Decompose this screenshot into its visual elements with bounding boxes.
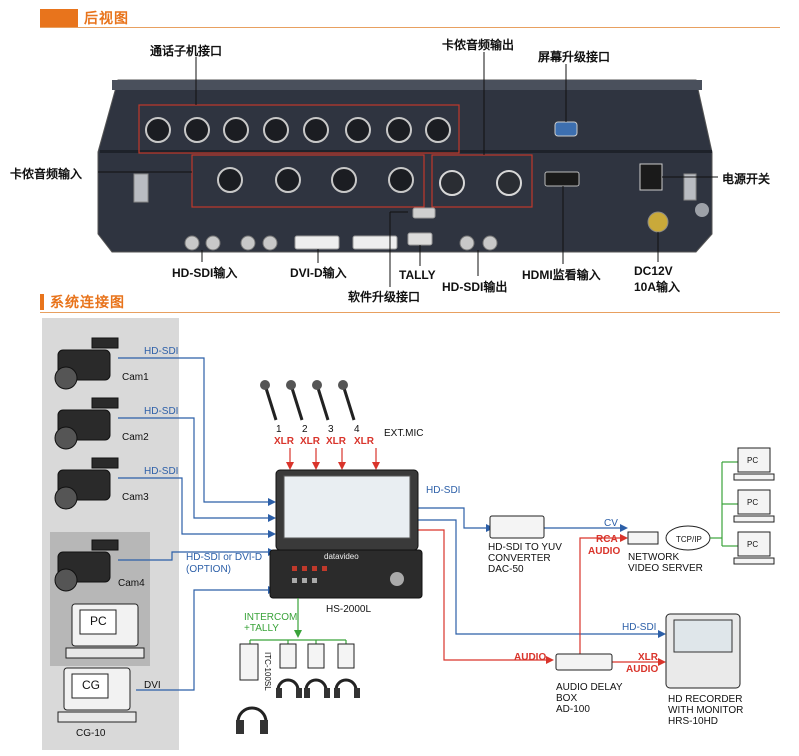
hdsdi-out-label: HD-SDI (426, 485, 461, 496)
rca-label: RCA (596, 534, 618, 545)
xlr-3-label: XLR (326, 436, 346, 447)
audio-delay-line3: AD-100 (556, 704, 590, 715)
system-header: 系统连接图 (40, 292, 125, 312)
tally-label: +TALLY (244, 623, 279, 634)
network-line1: NETWORK (628, 552, 680, 563)
section-divider (40, 312, 780, 313)
cam2-link-label: HD-SDI (144, 406, 179, 417)
audio-delay-line2: BOX (556, 693, 578, 704)
cam4-link-option: (OPTION) (186, 564, 231, 575)
cg-label: CG (82, 678, 100, 692)
xlr-input-row (217, 167, 414, 193)
xlr-2-label: XLR (300, 436, 320, 447)
net-pc2-label: PC (747, 498, 759, 507)
cam1-link-label: HD-SDI (144, 346, 179, 357)
switcher-name: HS-2000L (326, 604, 372, 615)
audio-delay-in-label: AUDIO (514, 652, 547, 663)
cam2-label: Cam2 (122, 432, 149, 443)
mic-4-number: 4 (354, 424, 360, 435)
system-title: 系统连接图 (50, 294, 125, 310)
tcpip-label: TCP/IP (676, 535, 702, 544)
cam3-label: Cam3 (122, 492, 149, 503)
switcher-brand: datavideo (324, 552, 359, 561)
callout-tally: TALLY (399, 268, 436, 282)
itc-name: ITC-100SL (263, 652, 272, 691)
xlr-4-label: XLR (354, 436, 374, 447)
cam1-label: Cam1 (122, 372, 149, 383)
callout-power-switch: 电源开关 (722, 172, 771, 186)
recorder-xlr-label: XLR (638, 652, 658, 663)
converter-line1: HD-SDI TO YUV (488, 542, 562, 553)
xlr-1-label: XLR (274, 436, 294, 447)
callout-xlr-audio-out: 卡侬音频输出 (442, 38, 515, 52)
net-pc1-label: PC (747, 456, 759, 465)
callout-hdsdi-in: HD-SDI输入 (172, 266, 238, 280)
dvi-label: DVI (144, 680, 161, 691)
section-marker (40, 294, 44, 310)
network-line2: VIDEO SERVER (628, 563, 703, 574)
net-pc3-label: PC (747, 540, 759, 549)
mic-1-number: 1 (276, 424, 282, 435)
cam4-label: Cam4 (118, 578, 145, 589)
cg-name: CG-10 (76, 728, 106, 739)
callout-dc-line2: 10A输入 (634, 280, 681, 294)
callout-hdmi-monitor: HDMI监看输入 (522, 268, 601, 282)
callout-screen-upgrade: 屏幕升级接口 (538, 50, 611, 64)
recorder-line2: WITH MONITOR (668, 705, 744, 716)
callout-dc-line1: DC12V (634, 264, 673, 278)
callout-hdsdi-out: HD-SDI输出 (442, 280, 508, 294)
callout-intercom-port: 通话子机接口 (150, 44, 223, 58)
pc-label: PC (90, 614, 107, 628)
converter-line3: DAC-50 (488, 564, 524, 575)
cam4-link-label: HD-SDI or DVI-D (186, 552, 263, 563)
callout-software-upgrade: 软件升级接口 (348, 290, 421, 304)
recorder-hdsdi-label: HD-SDI (622, 622, 657, 633)
mic-3-number: 3 (328, 424, 334, 435)
mic-2-number: 2 (302, 424, 308, 435)
converter-line2: CONVERTER (488, 553, 551, 564)
audio-delay-line1: AUDIO DELAY (556, 682, 623, 693)
recorder-line1: HD RECORDER (668, 694, 743, 705)
rear-view-header: 后视图 (40, 8, 129, 28)
recorder-audio-label: AUDIO (626, 664, 659, 675)
ext-mic-label: EXT.MIC (384, 428, 424, 439)
cam3-link-label: HD-SDI (144, 466, 179, 477)
recorder-line3: HRS-10HD (668, 716, 719, 727)
rca-audio-label: AUDIO (588, 546, 621, 557)
callout-dvid-in: DVI-D输入 (290, 266, 347, 280)
section-divider (40, 27, 780, 28)
intercom-label: INTERCOM (244, 612, 298, 623)
intercom-xlr-row (145, 117, 451, 143)
rear-view-title: 后视图 (84, 10, 129, 26)
section-marker (40, 9, 78, 27)
callout-xlr-audio-in: 卡侬音频输入 (10, 167, 83, 181)
cv-label: CV (604, 518, 618, 529)
